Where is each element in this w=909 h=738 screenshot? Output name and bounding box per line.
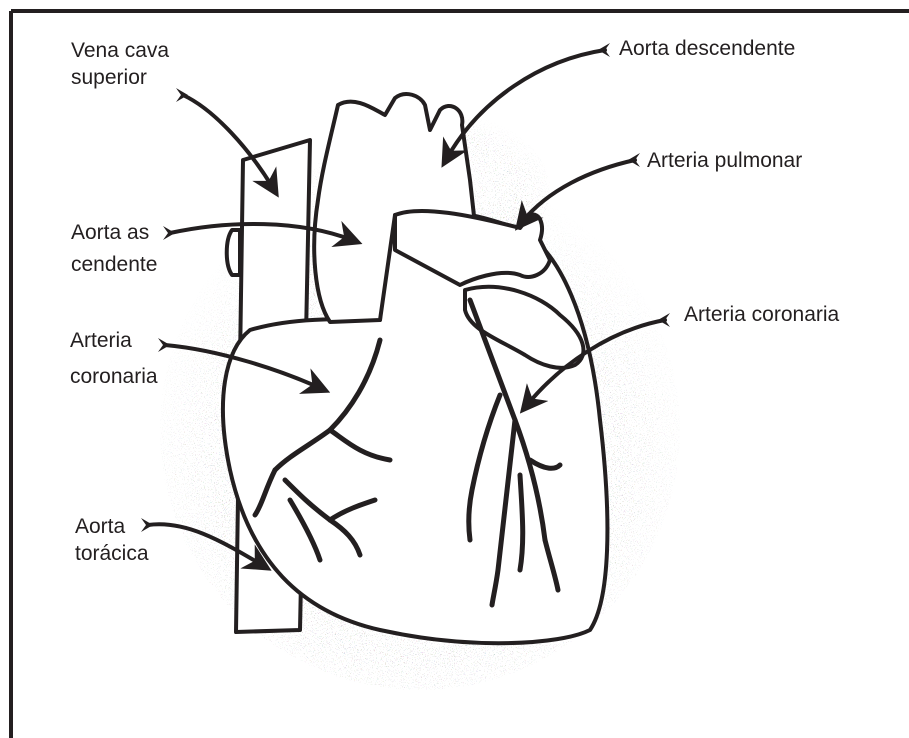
- label-vena-cava-line1: Vena cava: [71, 38, 169, 63]
- label-arteria-coronaria-left-line2: coronaria: [70, 364, 158, 389]
- label-arteria-coronaria-right: Arteria coronaria: [684, 302, 839, 327]
- label-aorta-toracica-line2: torácica: [75, 541, 149, 566]
- label-aorta-ascendente-line1: Aorta as: [71, 220, 149, 245]
- label-aorta-descendente: Aorta descendente: [619, 36, 795, 61]
- small-vessel: [227, 230, 240, 275]
- label-aorta-ascendente-line2: cendente: [71, 252, 157, 277]
- label-arteria-coronaria-left-line1: Arteria: [70, 328, 132, 353]
- label-aorta-toracica-line1: Aorta: [75, 514, 125, 539]
- label-vena-cava-line2: superior: [71, 65, 147, 90]
- label-arteria-pulmonar: Arteria pulmonar: [647, 148, 802, 173]
